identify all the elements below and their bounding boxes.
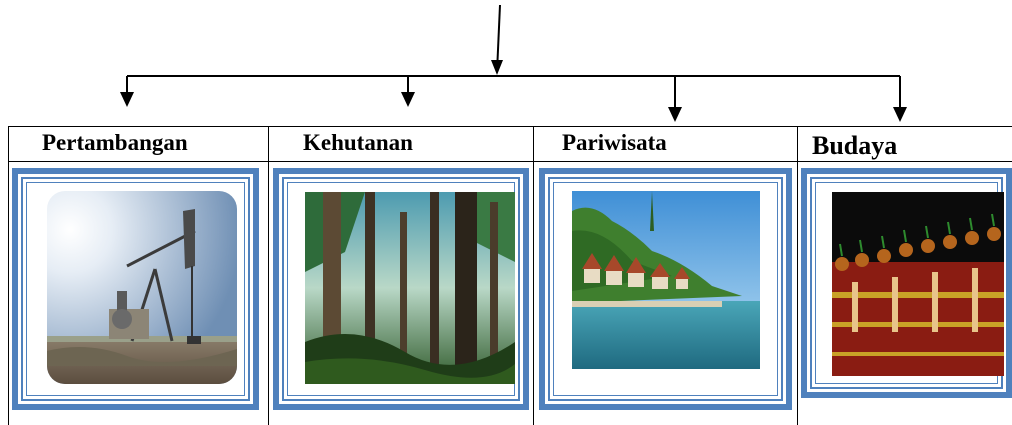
column-divider-2 — [533, 126, 534, 425]
table-left-border — [8, 126, 9, 425]
arrowhead-budaya — [893, 107, 907, 122]
forest-photo — [305, 192, 515, 384]
arrowhead-pariwisata — [668, 107, 682, 122]
arrowhead-kehutanan — [401, 92, 415, 107]
lake-resort-photo — [572, 191, 760, 369]
traditional-dancers-photo — [832, 192, 1004, 376]
connector-diagram — [120, 4, 907, 122]
oil-pumpjack-photo — [47, 191, 237, 384]
category-label-pariwisata: Pariwisata — [562, 130, 667, 155]
arrowhead-pertambangan — [120, 92, 134, 107]
table-top-border — [8, 126, 1012, 127]
column-divider-3 — [797, 126, 798, 425]
table-header-divider — [8, 161, 1012, 162]
top-arrowhead — [491, 60, 503, 75]
column-divider-1 — [268, 126, 269, 425]
category-label-budaya: Budaya — [812, 131, 898, 160]
category-label-pertambangan: Pertambangan — [42, 130, 188, 155]
category-label-kehutanan: Kehutanan — [303, 130, 413, 155]
